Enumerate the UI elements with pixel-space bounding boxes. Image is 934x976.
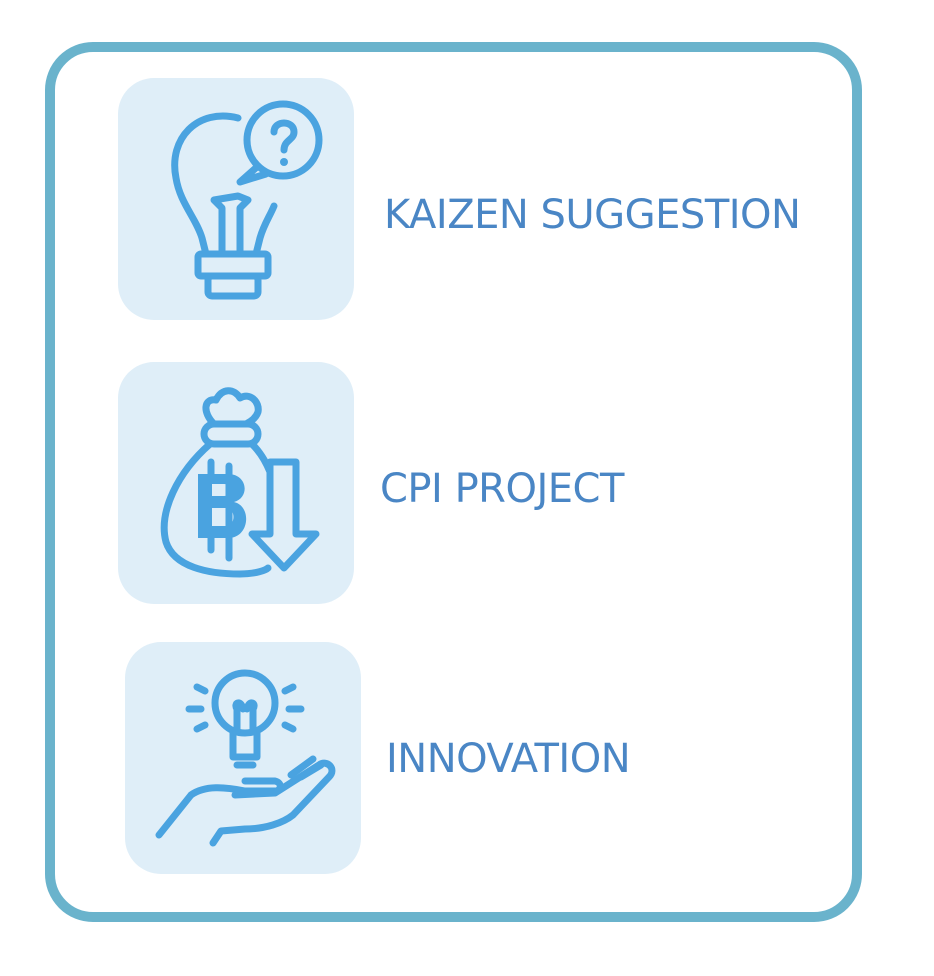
- money-bag-baht-down-icon: [160, 387, 320, 578]
- cpi-project-label[interactable]: CPI PROJECT: [380, 466, 624, 512]
- innovation-label[interactable]: INNOVATION: [386, 736, 631, 782]
- kaizen-tile[interactable]: [118, 78, 354, 320]
- lightbulb-question-icon: [171, 100, 323, 300]
- cpi-tile[interactable]: [118, 362, 354, 604]
- hand-lightbulb-icon: [155, 669, 336, 847]
- innovation-tile[interactable]: [125, 642, 361, 874]
- kaizen-suggestion-label[interactable]: KAIZEN SUGGESTION: [384, 192, 801, 238]
